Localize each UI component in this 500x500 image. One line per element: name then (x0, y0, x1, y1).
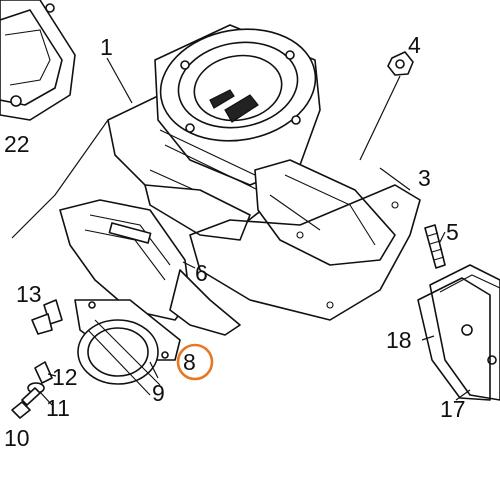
part-9-reed-block[interactable] (74, 299, 181, 396)
callout-12[interactable]: 12 (52, 364, 78, 390)
part-12-screw[interactable] (34, 361, 53, 384)
callout-11[interactable]: 11 (46, 395, 70, 421)
part-4-nut[interactable] (387, 51, 414, 76)
callout-3[interactable]: 3 (418, 165, 431, 191)
callout-6[interactable]: 6 (195, 260, 208, 286)
callout-17[interactable]: 17 (440, 396, 466, 422)
callout-4[interactable]: 4 (408, 32, 421, 58)
part-18-cover-gasket[interactable] (417, 277, 491, 401)
leader-lines (11, 57, 471, 406)
callout-1[interactable]: 1 (100, 34, 113, 60)
callout-8[interactable]: 8 (183, 349, 196, 375)
part-6-intake-manifold[interactable] (59, 199, 241, 336)
callout-18[interactable]: 18 (386, 327, 412, 353)
callout-9[interactable]: 9 (152, 380, 165, 406)
callout-5[interactable]: 5 (446, 219, 459, 245)
part-10-bolt[interactable] (11, 387, 41, 419)
part-22-exhaust-flange[interactable] (0, 0, 76, 121)
part-3-base-gasket[interactable] (189, 184, 421, 321)
callout-10[interactable]: 10 (4, 425, 30, 451)
callout-8-highlight-ring (176, 343, 214, 381)
callout-22[interactable]: 22 (4, 131, 30, 157)
part-1-cylinder[interactable] (107, 17, 396, 266)
callout-13[interactable]: 13 (16, 281, 42, 307)
part-5-stud[interactable] (424, 224, 446, 269)
part-13-bolt[interactable] (31, 299, 63, 335)
